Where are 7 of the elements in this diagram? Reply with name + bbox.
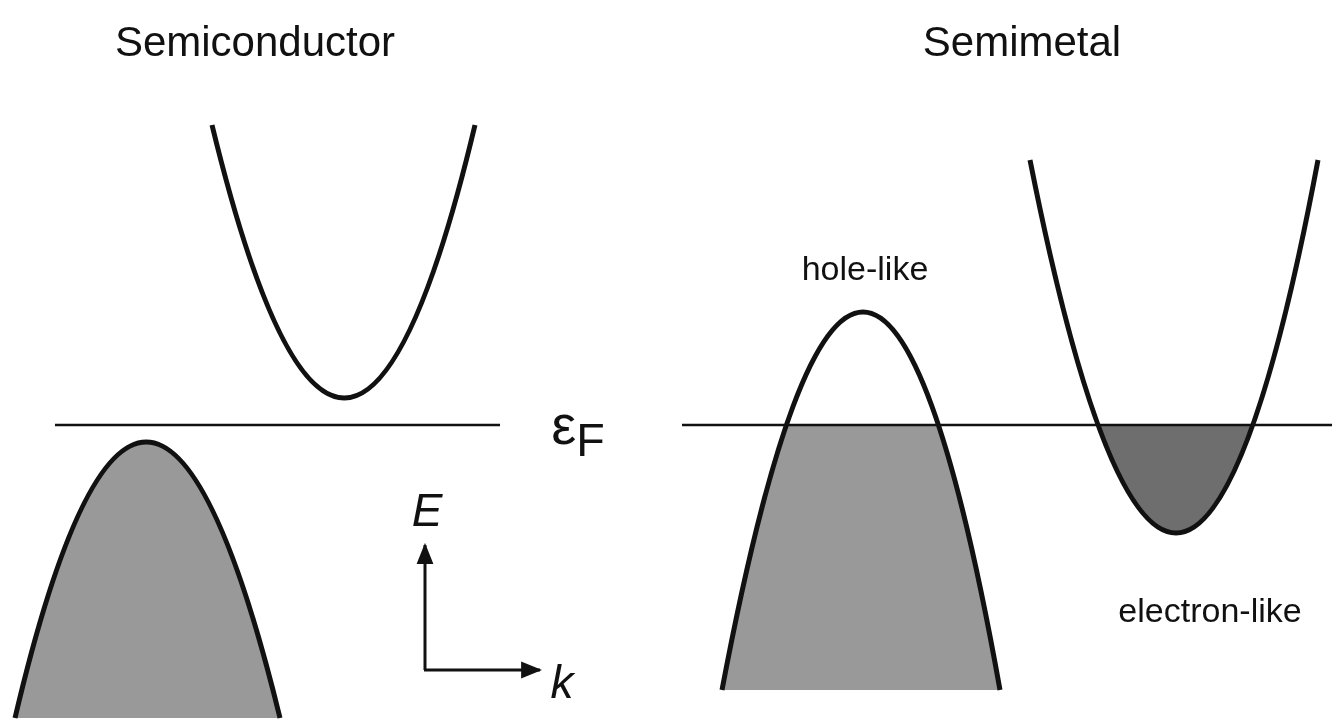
panel-heading: Semimetal [922, 21, 1122, 63]
band-label: electron-like [1118, 593, 1302, 627]
fermi-level-symbol: ε$_{F}$ [551, 396, 605, 464]
panel-heading: Semiconductor [114, 21, 396, 63]
band-label: hole-like [801, 251, 929, 285]
axis-label: E [411, 487, 443, 533]
axis-label: k [550, 659, 574, 705]
